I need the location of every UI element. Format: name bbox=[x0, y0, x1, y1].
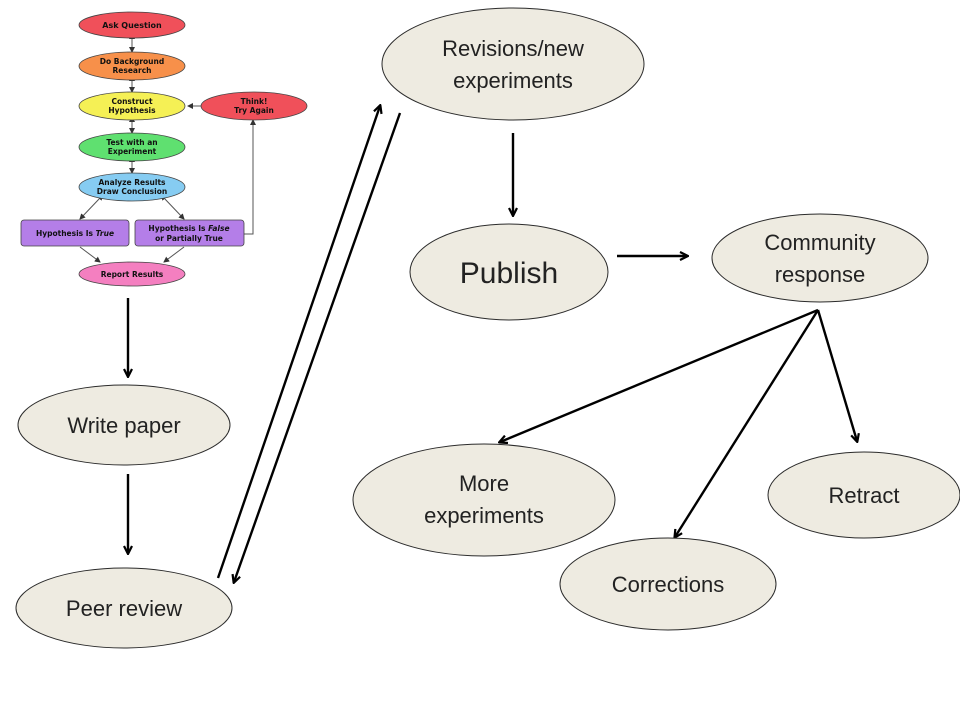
label-retract: Retract bbox=[829, 483, 900, 508]
mini-label-test-experiment-2: Experiment bbox=[108, 147, 157, 156]
arrow-community-to-corrections bbox=[675, 309, 820, 537]
mini-label-hypothesis-true-word: True bbox=[96, 229, 114, 238]
node-publish: Publish bbox=[409, 223, 609, 321]
node-write-paper: Write paper bbox=[17, 384, 231, 466]
mini-label-think-2: Try Again bbox=[234, 106, 274, 115]
mini-label-hypothesis-false-2: or Partially True bbox=[155, 234, 223, 243]
arrow-peer-review-to-revisions bbox=[216, 106, 380, 579]
node-more-experiments: More experiments bbox=[352, 443, 616, 557]
mini-label-construct-hypothesis-1: Construct bbox=[111, 97, 153, 106]
label-revisions-1: Revisions/new bbox=[442, 36, 584, 61]
mini-label-report-results: Report Results bbox=[101, 270, 164, 279]
mini-connector-analyze-true bbox=[79, 194, 104, 220]
node-revisions: Revisions/new experiments bbox=[381, 7, 645, 121]
label-community-1: Community bbox=[764, 230, 875, 255]
label-publish: Publish bbox=[460, 257, 558, 290]
svg-text:Hypothesis Is True: Hypothesis Is True bbox=[36, 229, 114, 238]
mini-connector-false-report bbox=[163, 246, 185, 263]
arrow-community-to-retract bbox=[816, 309, 857, 441]
mini-connector-false-think bbox=[244, 124, 254, 235]
svg-text:Hypothesis Is False: Hypothesis Is False bbox=[148, 224, 229, 233]
mini-label-analyze-results-2: Draw Conclusion bbox=[97, 187, 167, 196]
mini-label-background-research-2: Research bbox=[113, 66, 152, 75]
mini-node-background-research: Do Background Research bbox=[78, 51, 186, 81]
label-peer-review: Peer review bbox=[66, 596, 182, 621]
mini-node-hypothesis-true: Hypothesis Is True bbox=[20, 219, 130, 247]
mini-flowchart: Ask Question Do Background Research Cons… bbox=[20, 11, 308, 287]
mini-label-hypothesis-false-prefix: Hypothesis Is bbox=[148, 224, 208, 233]
label-more-experiments-1: More bbox=[459, 471, 509, 496]
mini-label-think-1: Think! bbox=[241, 97, 268, 106]
mini-label-hypothesis-true-prefix: Hypothesis Is bbox=[36, 229, 96, 238]
label-more-experiments-2: experiments bbox=[424, 503, 544, 528]
mini-label-construct-hypothesis-2: Hypothesis bbox=[108, 106, 156, 115]
mini-node-hypothesis-false: Hypothesis Is False or Partially True bbox=[134, 219, 245, 247]
mini-node-ask-question: Ask Question bbox=[78, 11, 186, 39]
node-peer-review: Peer review bbox=[15, 567, 233, 649]
arrow-revisions-to-peer-review bbox=[234, 112, 402, 582]
mini-connectors bbox=[79, 33, 256, 263]
label-community-2: response bbox=[775, 262, 866, 287]
mini-label-background-research-1: Do Background bbox=[100, 57, 164, 66]
mini-node-test-experiment: Test with an Experiment bbox=[78, 132, 186, 162]
mini-node-think-try-again: Think! Try Again bbox=[200, 91, 308, 121]
mini-connector-analyze-false bbox=[160, 194, 185, 220]
mini-node-construct-hypothesis: Construct Hypothesis bbox=[78, 91, 186, 121]
label-corrections: Corrections bbox=[612, 572, 724, 597]
node-corrections: Corrections bbox=[559, 537, 777, 631]
mini-node-report-results: Report Results bbox=[78, 261, 186, 287]
arrow-community-to-more-experiments bbox=[500, 308, 819, 442]
mini-label-test-experiment-1: Test with an bbox=[106, 138, 157, 147]
mini-node-analyze-results: Analyze Results Draw Conclusion bbox=[78, 172, 186, 202]
mini-connector-true-report bbox=[79, 246, 101, 263]
mini-label-hypothesis-false-word: False bbox=[208, 224, 229, 233]
node-community-response: Community response bbox=[711, 213, 929, 303]
mini-label-ask-question: Ask Question bbox=[102, 21, 162, 30]
mini-label-analyze-results-1: Analyze Results bbox=[98, 178, 166, 187]
node-retract: Retract bbox=[767, 451, 960, 539]
label-revisions-2: experiments bbox=[453, 68, 573, 93]
main-arrows bbox=[128, 106, 857, 582]
label-write-paper: Write paper bbox=[67, 413, 180, 438]
